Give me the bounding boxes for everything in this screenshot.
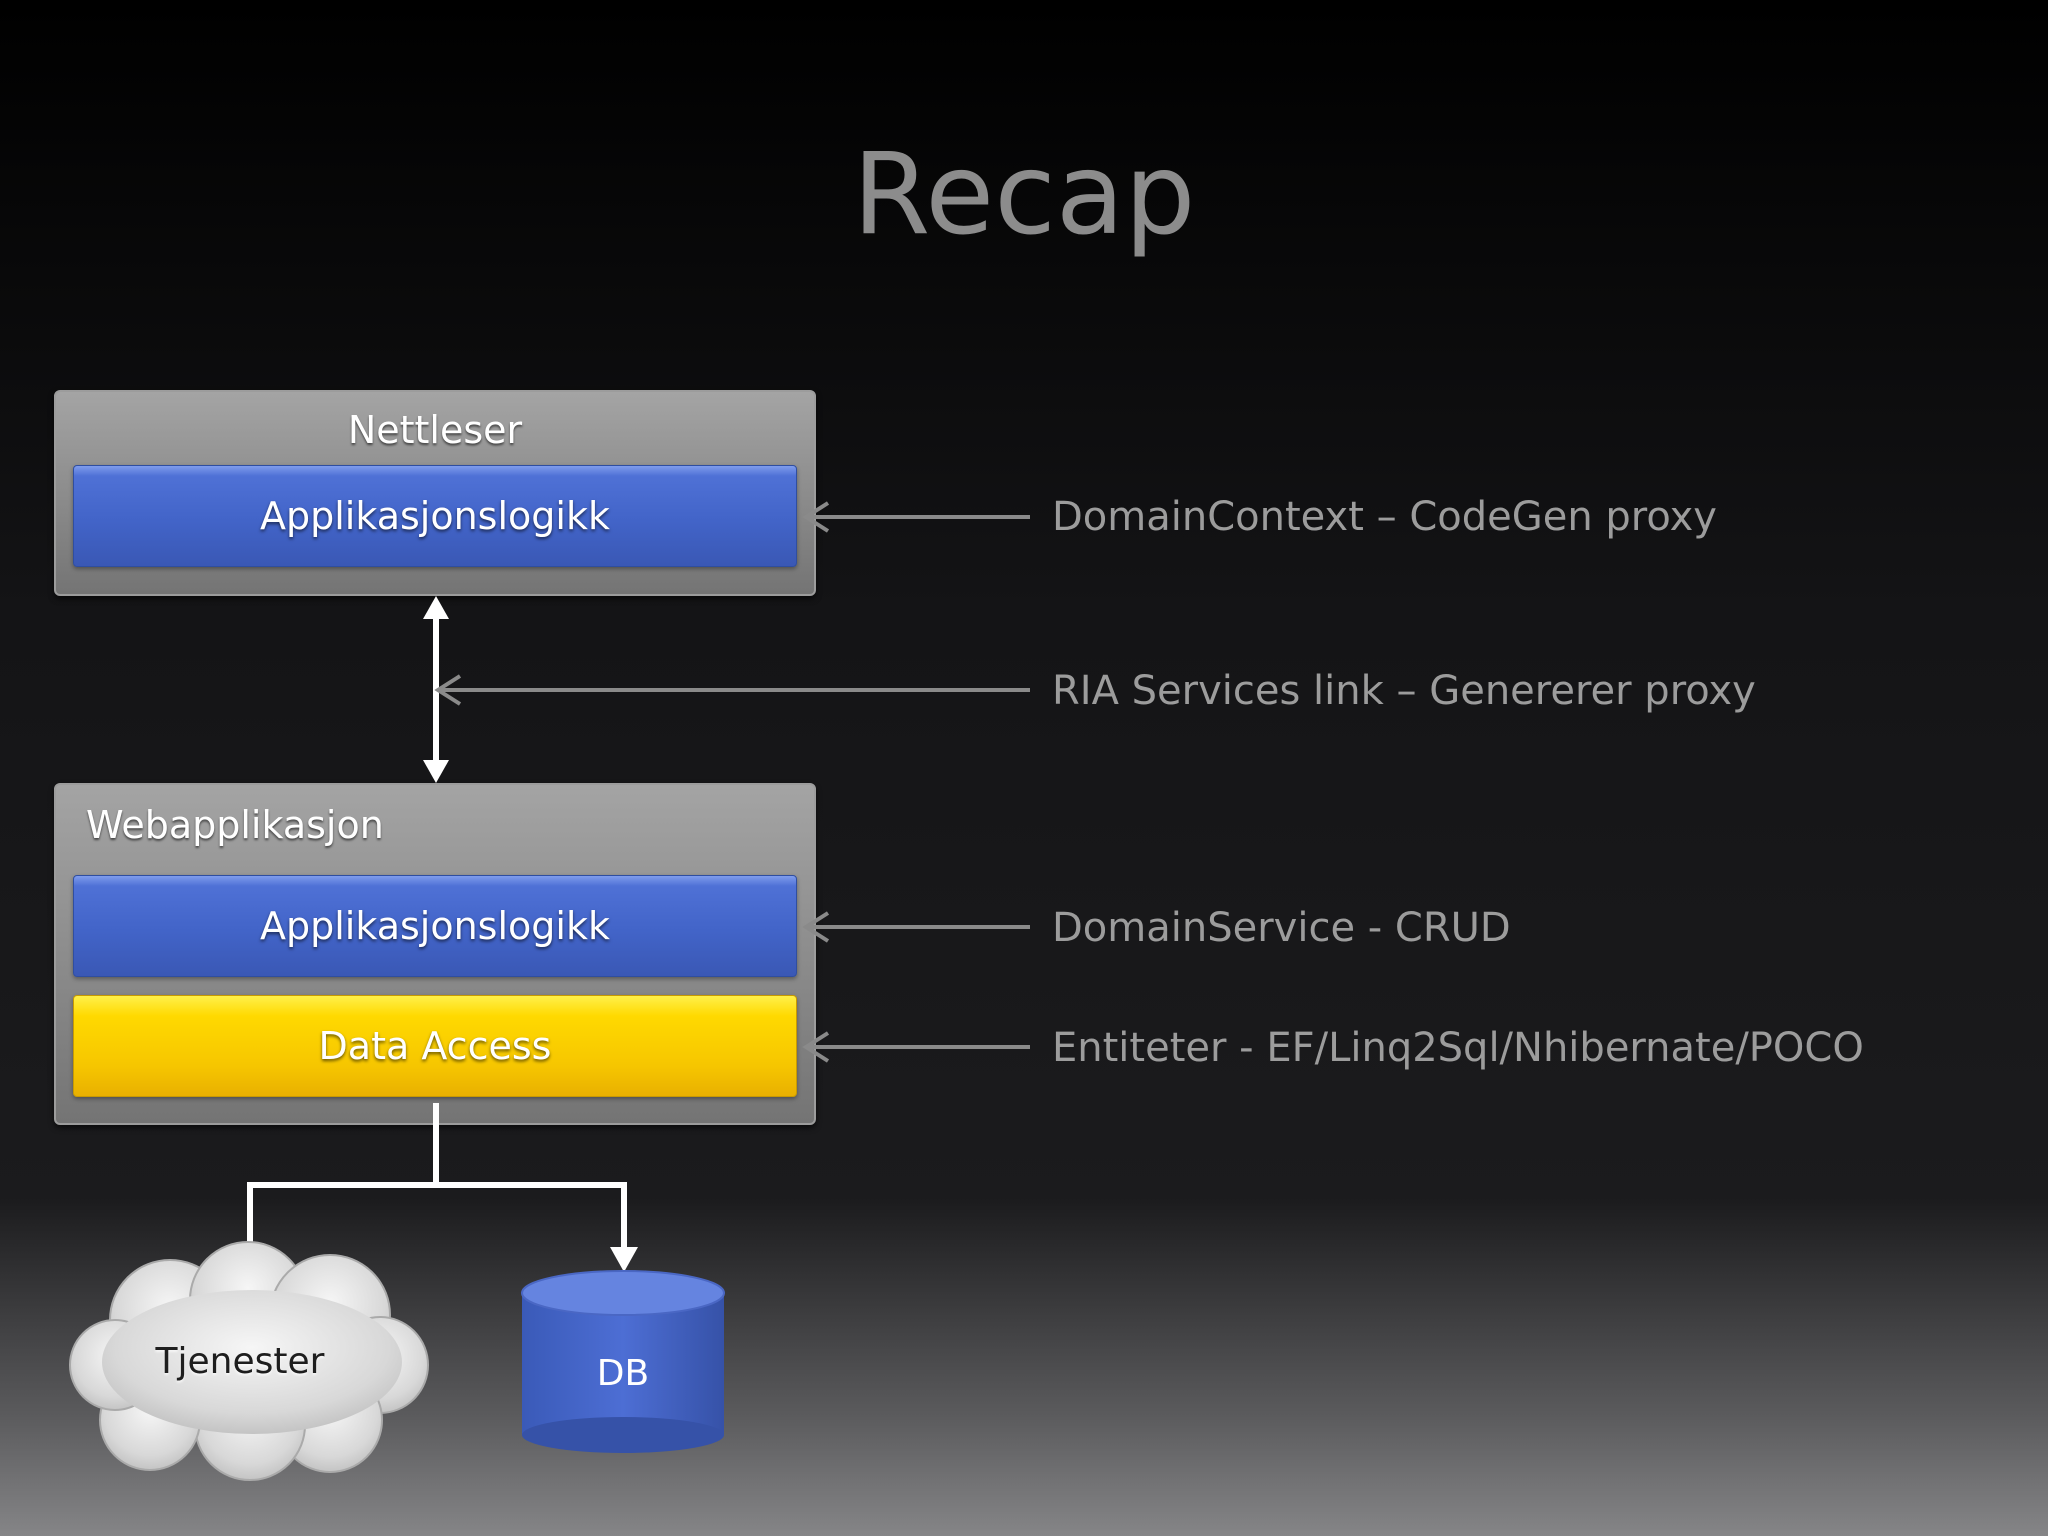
- arrow-left-icon: [802, 911, 1030, 943]
- branch-connector: [236, 1103, 638, 1272]
- annotation-ria-services-link: RIA Services link – Genererer proxy: [1052, 668, 1756, 714]
- slide-title: Recap: [852, 130, 1196, 260]
- database-label: DB: [596, 1353, 650, 1394]
- double-arrow-icon: [423, 596, 449, 783]
- annotation-domain-service: DomainService - CRUD: [1052, 905, 1511, 951]
- services-label: Tjenester: [155, 1341, 325, 1382]
- database-icon: [521, 1270, 725, 1453]
- arrow-left-icon: [802, 1031, 1030, 1063]
- data-access-bar: Data Access: [73, 995, 797, 1097]
- webapp-logic-bar: Applikasjonslogikk: [73, 875, 797, 977]
- arrow-left-icon: [434, 674, 1030, 706]
- cloud-icon: [69, 1241, 429, 1481]
- browser-panel-label: Nettleser: [347, 408, 523, 452]
- browser-logic-bar: Applikasjonslogikk: [73, 465, 797, 567]
- webapp-panel-label: Webapplikasjon: [86, 803, 384, 847]
- arrow-left-icon: [802, 501, 1030, 533]
- annotation-domain-context: DomainContext – CodeGen proxy: [1052, 494, 1717, 540]
- annotation-entities: Entiteter - EF/Linq2Sql/Nhibernate/POCO: [1052, 1025, 1864, 1071]
